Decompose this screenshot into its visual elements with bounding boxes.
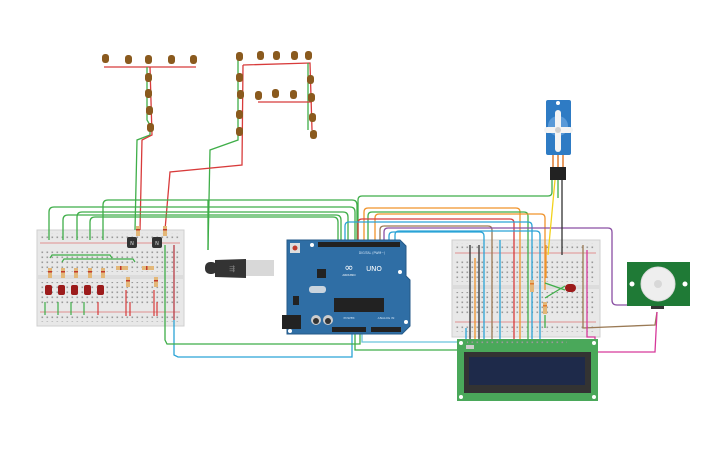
wire-e-top-red [242, 62, 313, 131]
lcd-screen [469, 357, 585, 385]
led-t-3[interactable] [145, 55, 152, 64]
led-e-2[interactable] [257, 51, 264, 60]
led-e-16[interactable] [310, 130, 317, 139]
wire-orange-1 [363, 207, 521, 340]
wire-orange-2 [374, 213, 546, 290]
resistor-v1[interactable] [126, 277, 130, 287]
wire-t-stem-red [139, 66, 153, 231]
resistor-r2[interactable] [543, 302, 547, 314]
led-t-6[interactable] [145, 73, 152, 82]
led-t-2[interactable] [125, 55, 132, 64]
usb-cable[interactable]: ⇶ [205, 259, 274, 278]
reset-button[interactable] [292, 245, 298, 251]
arduino-infinity-logo: ∞ [344, 261, 353, 274]
resistor-l1[interactable] [48, 268, 52, 278]
wire-power-lcd-green [354, 333, 462, 351]
resistor-h2[interactable] [142, 266, 154, 270]
breadboard-right[interactable] [451, 239, 601, 338]
led-e-5[interactable] [305, 51, 312, 60]
servo-horn-hub[interactable] [555, 127, 561, 133]
right-breadboard-parts [530, 280, 576, 314]
wire-e-spine-red [164, 64, 244, 231]
red-led-3[interactable] [71, 285, 78, 295]
resistor-v2[interactable] [154, 277, 158, 287]
letter-t [102, 54, 197, 132]
lcd-16x2[interactable] [457, 339, 598, 401]
led-t-7[interactable] [145, 89, 152, 98]
wire-blue-3 [394, 230, 541, 340]
resistor-l2[interactable] [61, 268, 65, 278]
transistor-2-mark: N [155, 241, 159, 247]
led-e-11[interactable] [272, 89, 279, 98]
led-e-15[interactable] [309, 113, 316, 122]
red-led-right[interactable] [565, 284, 576, 292]
digital-header-label: DIGITAL (PWM~) [359, 251, 385, 255]
resistor-h1[interactable] [116, 266, 128, 270]
arduino-brand: ARDUINO [342, 273, 356, 277]
wire-servo-yellow [547, 179, 556, 256]
led-e-7[interactable] [237, 90, 244, 99]
led-e-12[interactable] [290, 90, 297, 99]
wire-green-4 [89, 216, 339, 243]
led-t-9[interactable] [147, 123, 154, 132]
wire-green-8 [357, 175, 553, 243]
wire-power-lcd-cyan [361, 333, 462, 343]
led-e-8[interactable] [236, 110, 243, 119]
jumper-green-h2 [61, 258, 136, 263]
left-breadboard-parts: N N [44, 226, 175, 320]
resistor-top-2[interactable] [163, 226, 167, 236]
resistor-l5[interactable] [101, 268, 105, 278]
led-t-8[interactable] [146, 106, 153, 115]
red-led-5[interactable] [97, 285, 104, 295]
wire-green-1 [48, 206, 356, 243]
resistor-top-1[interactable] [136, 226, 140, 236]
led-e-6[interactable] [236, 73, 243, 82]
wire-purple-1 [383, 227, 650, 306]
pir-sensor[interactable] [627, 262, 690, 309]
resistor-l4[interactable] [88, 268, 92, 278]
wire-led-green-a [544, 282, 566, 291]
red-led-2[interactable] [58, 285, 65, 295]
usb-icon: ⇶ [229, 265, 235, 273]
led-e-13[interactable] [307, 75, 314, 84]
led-t-5[interactable] [190, 55, 197, 64]
wire-led-green-b [544, 285, 566, 299]
power-header-label: POWER [343, 316, 354, 320]
letter-e [236, 51, 317, 139]
transistor-1[interactable]: N [127, 237, 137, 248]
led-e-4[interactable] [291, 51, 298, 60]
wire-power-green [164, 245, 361, 345]
jumper-green-h1 [49, 254, 113, 259]
arduino-model: UNO [366, 265, 382, 273]
led-e-14[interactable] [308, 93, 315, 102]
wires [48, 60, 658, 358]
analog-header-label: ANALOG IN [378, 316, 395, 320]
wire-e-spine-green [207, 60, 239, 251]
resistor-l3[interactable] [74, 268, 78, 278]
red-led-4[interactable] [84, 285, 91, 295]
transistor-1-mark: N [130, 241, 134, 247]
micro-servo[interactable] [544, 100, 573, 180]
led-t-1[interactable] [102, 54, 109, 63]
wire-green-5 [102, 199, 358, 243]
red-led-1[interactable] [45, 285, 52, 295]
wire-blue-1 [344, 221, 533, 340]
arduino-uno[interactable]: DIGITAL (PWM~) ∞ ARDUINO UNO POWER ANALO… [282, 239, 411, 335]
led-t-4[interactable] [168, 55, 175, 64]
led-e-9[interactable] [236, 127, 243, 136]
lcd-pins [467, 341, 567, 344]
wire-bb-brown-2 [582, 245, 658, 329]
wire-green-2 [62, 214, 342, 243]
transistor-2[interactable]: N [152, 237, 162, 248]
led-e-10[interactable] [255, 91, 262, 100]
wire-blue-2 [388, 231, 485, 340]
led-e-3[interactable] [273, 51, 280, 60]
resistor-r1[interactable] [530, 280, 534, 292]
led-e-1[interactable] [236, 52, 243, 61]
wire-green-3 [76, 211, 349, 243]
